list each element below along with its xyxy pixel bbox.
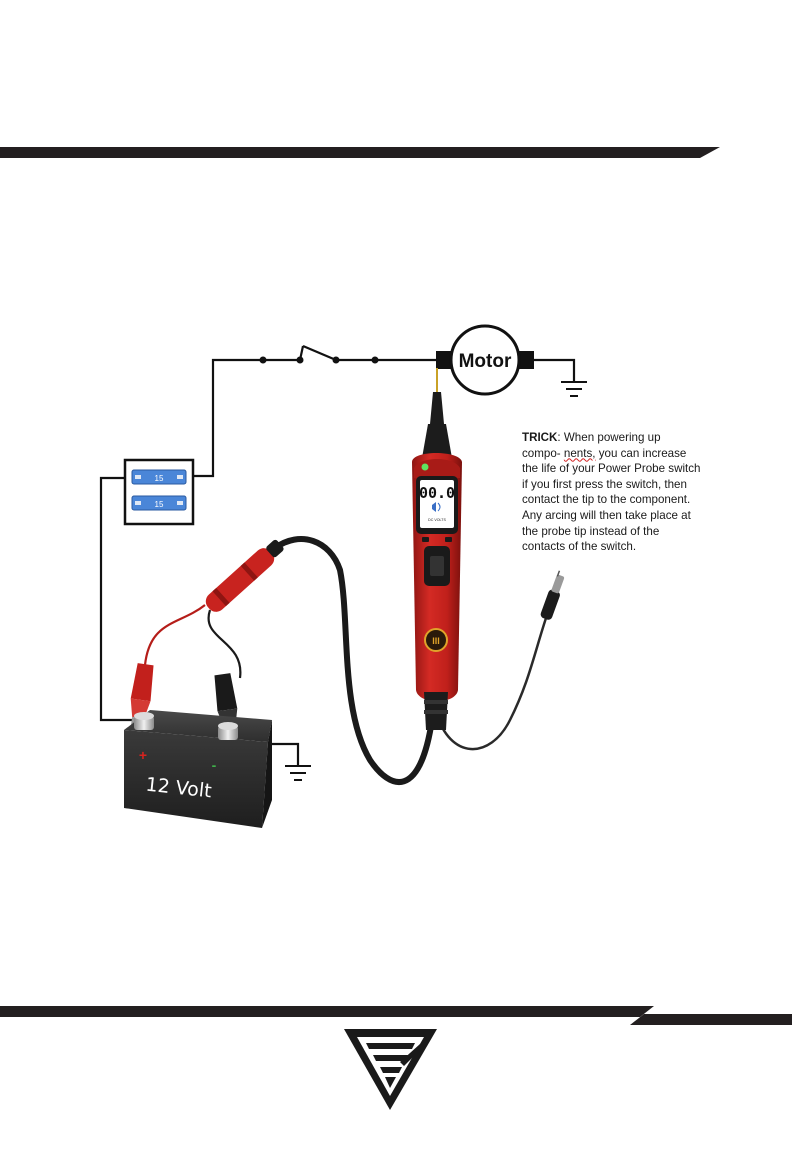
fuse-box — [125, 460, 193, 524]
black-lead-wire — [209, 610, 241, 678]
motor-label: Motor — [459, 351, 512, 372]
probe-tip — [422, 368, 452, 458]
probe-screen-reading: 00.0 — [419, 484, 455, 502]
header-band — [0, 147, 720, 158]
fuse-rating-1: 15 — [155, 474, 164, 483]
svg-text:III: III — [432, 636, 440, 646]
logo-icon — [344, 1029, 437, 1110]
battery-negative: - — [212, 757, 217, 773]
trick-text-rest: you can increase the life of your Power … — [522, 447, 701, 554]
aux-ground-clip — [540, 570, 568, 621]
footer-band — [0, 1006, 654, 1017]
footer-band-right — [630, 1014, 792, 1025]
battery-positive: + — [139, 747, 147, 763]
trick-flagged-word: nents, — [564, 447, 596, 460]
red-lead-wire — [145, 605, 205, 665]
fuse-rating-2: 15 — [155, 500, 164, 509]
ground-symbol-icon — [285, 766, 311, 780]
trick-note: TRICK: When powering up compo- nents, yo… — [522, 430, 702, 555]
probe-connector — [202, 536, 287, 615]
trick-label: TRICK — [522, 431, 557, 444]
battery — [124, 710, 272, 828]
probe-screen-unit: DC VOLTS — [428, 518, 446, 522]
ground-symbol-icon — [561, 382, 587, 396]
